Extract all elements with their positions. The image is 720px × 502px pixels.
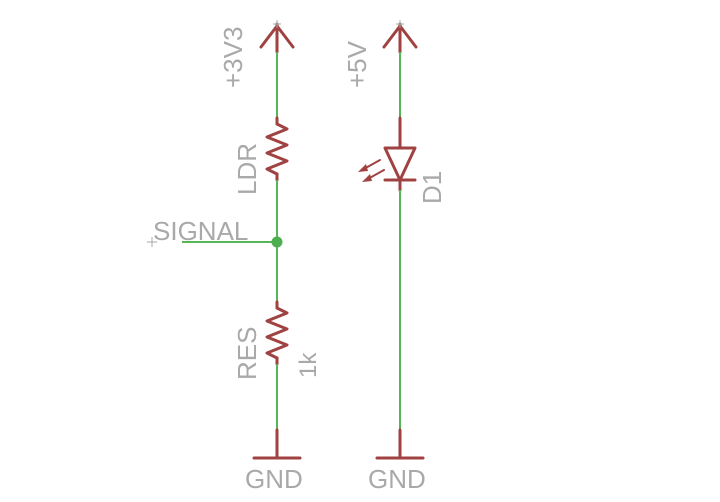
gnd-left-label: GND	[245, 464, 303, 494]
supply-5v-symbol[interactable]	[382, 20, 418, 54]
ldr-label: LDR	[232, 143, 262, 195]
ldr-zigzag	[265, 122, 289, 176]
led-triangle	[383, 146, 417, 182]
supply-3v3-label: +3V3	[218, 27, 248, 88]
signal-label: SIGNAL	[153, 216, 248, 246]
res-value-label: 1k	[295, 352, 322, 378]
led-emission-arrows-icon	[358, 159, 385, 182]
res-label: RES	[232, 327, 262, 380]
ldr-resistor[interactable]	[265, 116, 289, 182]
led-label: D1	[417, 171, 447, 204]
res-zigzag	[265, 306, 289, 360]
led-d1[interactable]	[358, 116, 417, 192]
ground-left-symbol[interactable]	[252, 428, 302, 460]
supply-5v-label: +5V	[342, 40, 372, 88]
gnd-right-label: GND	[368, 464, 426, 494]
ground-right-symbol[interactable]	[375, 428, 425, 460]
supply-3v3-symbol[interactable]	[259, 20, 295, 54]
signal-junction-dot	[271, 236, 283, 248]
pulldown-resistor[interactable]	[265, 300, 289, 366]
signal-net[interactable]	[147, 237, 277, 247]
